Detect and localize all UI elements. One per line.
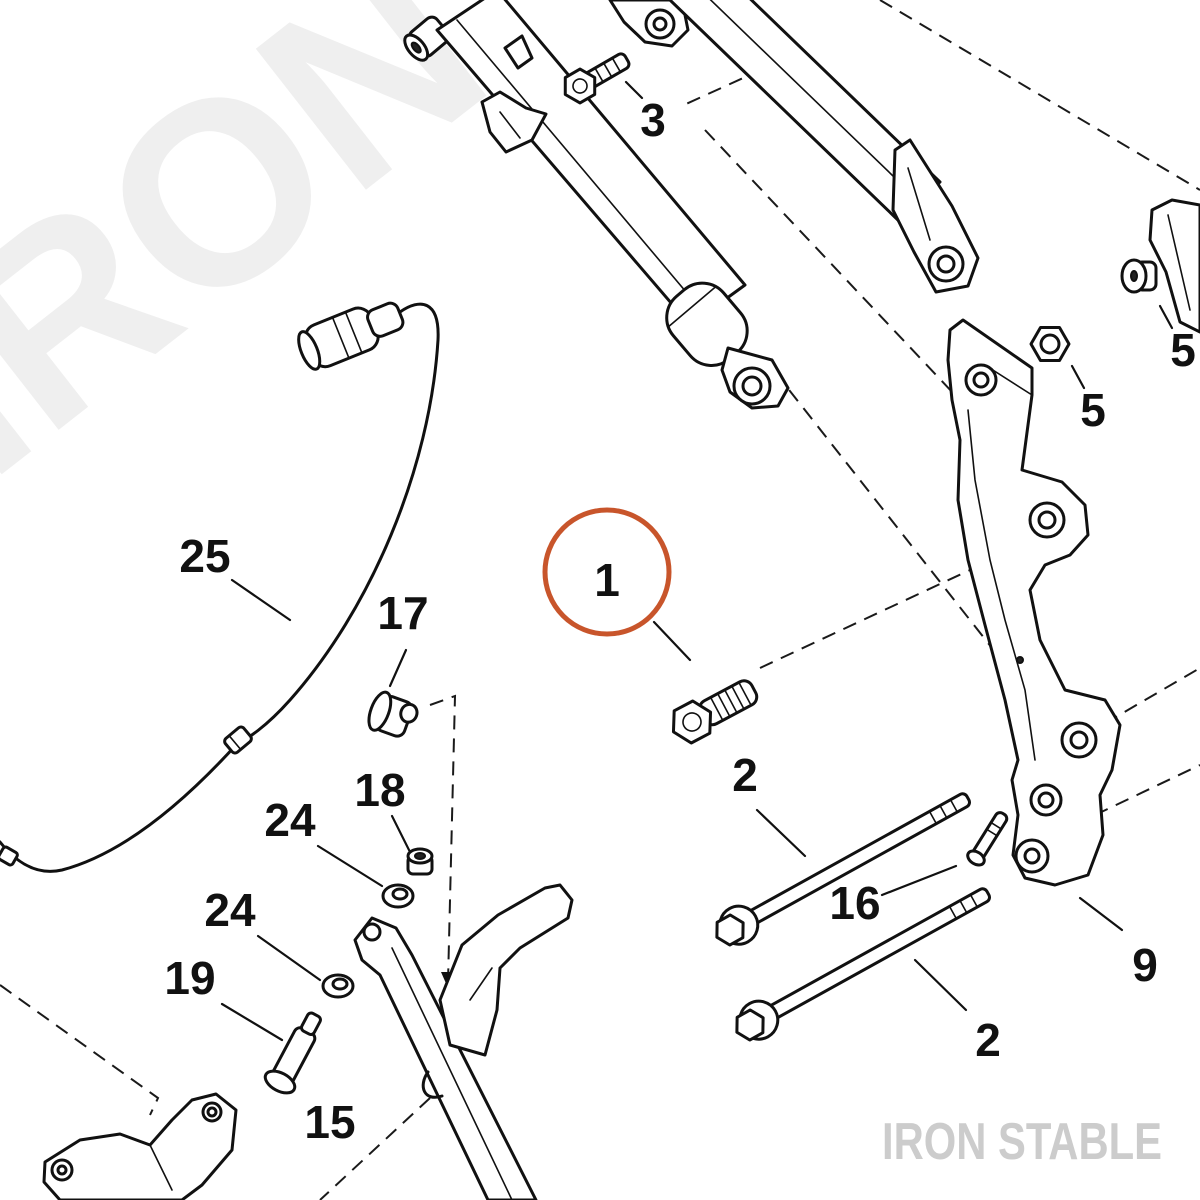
grommet-18 — [406, 847, 434, 876]
callout-25: 25 — [179, 530, 230, 582]
washer-24-lower — [321, 973, 355, 999]
callout-5-edge: 5 — [1170, 324, 1196, 376]
callout-15: 15 — [304, 1096, 355, 1148]
bracket-bushing — [1120, 258, 1158, 294]
leader-lines — [220, 80, 1174, 1042]
callout-24-upper: 24 — [264, 794, 316, 846]
pin-16 — [966, 811, 1009, 867]
highlight-circle — [542, 507, 672, 637]
callout-18: 18 — [354, 764, 405, 816]
watermark-brand: IRON STABLE — [882, 1113, 1162, 1171]
cap-17 — [367, 690, 419, 738]
callout-2-lower: 2 — [975, 1014, 1001, 1066]
callout-2-upper: 2 — [732, 749, 758, 801]
strut-mount-bracket — [480, 90, 548, 154]
callout-9: 9 — [1132, 939, 1158, 991]
nut-5 — [1029, 326, 1071, 362]
upper-right-bracket — [1120, 198, 1200, 334]
strut-top-bushing — [403, 15, 451, 62]
harness-end-clip — [0, 845, 19, 867]
strut-top-clevis — [608, 0, 690, 48]
callout-3: 3 — [640, 94, 666, 146]
pin-19 — [263, 1011, 322, 1095]
washer-24-upper — [381, 883, 415, 909]
upper-right-strut — [608, 0, 980, 294]
strut-lower-eye — [720, 346, 790, 410]
callout-24-lower: 24 — [204, 884, 256, 936]
callouts: 3 5 5 25 17 1 2 18 24 24 19 16 9 2 15 — [164, 94, 1195, 1148]
lever-bracket — [353, 883, 574, 1200]
callout-19: 19 — [164, 952, 215, 1004]
bracket-15 — [42, 1092, 238, 1200]
strut-upper-tab — [503, 34, 534, 70]
bolt-3 — [563, 52, 631, 105]
upper-left-strut — [403, 0, 790, 410]
callout-17: 17 — [377, 587, 428, 639]
watermark-large: IRON — [0, 0, 535, 529]
long-bolt-2-upper — [715, 792, 971, 947]
harness-clip — [223, 725, 253, 755]
long-bolt-2-lower — [735, 887, 991, 1042]
callout-1: 1 — [594, 554, 620, 606]
link-arm-9 — [946, 318, 1122, 887]
callout-5: 5 — [1080, 384, 1106, 436]
wiring-harness-25 — [0, 301, 440, 873]
bolt-1 — [671, 679, 759, 745]
harness-connector — [297, 301, 405, 371]
callout-16: 16 — [829, 877, 880, 929]
strut-lower-bracket — [891, 138, 980, 294]
